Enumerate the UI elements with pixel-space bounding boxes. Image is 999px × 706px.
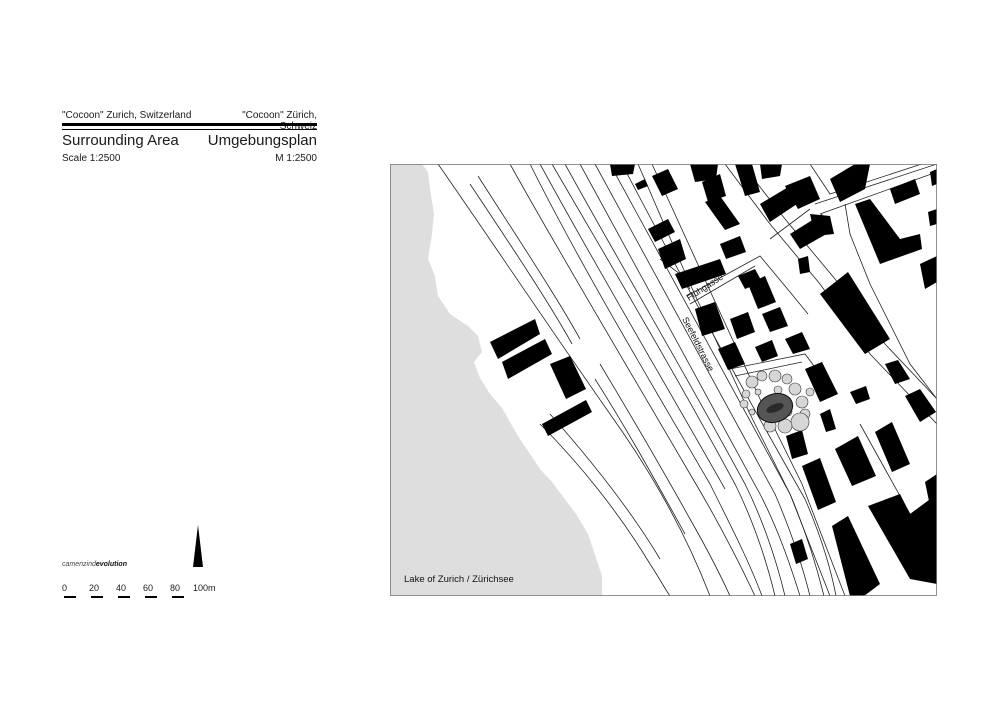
scale-label: 100m [193,583,216,593]
map-frame [390,164,937,596]
lake-label: Lake of Zurich / Zürichsee [404,574,514,585]
scale-segment [118,596,130,598]
subtitle-de: Umgebungsplan [207,132,317,149]
lake-area [390,164,602,596]
camenzind-logo: camenzindevolution [62,561,127,568]
project-title-en: "Cocoon" Zurich, Switzerland [62,110,192,121]
scale-segment [64,596,76,598]
site-plan-map[interactable]: Flühgasse Seefeldstrasse Lake of Zurich … [390,164,937,596]
logo-suffix: evolution [95,561,127,568]
scale-en: Scale 1:2500 [62,153,121,164]
scale-label: 80 [170,583,181,593]
scale-segment [91,596,103,598]
north-arrow-icon [193,525,203,567]
scale-segment [172,596,184,598]
scale-label: 0 [62,583,68,593]
logo-prefix: camenzind [62,561,96,568]
header-rule [62,123,317,126]
scale-label: 60 [143,583,154,593]
subtitle-en: Surrounding Area [62,132,179,149]
railway-lines [437,164,837,596]
cocoon-site[interactable] [739,369,815,434]
project-title-de: "Cocoon" Zürich, Schweiz [242,110,317,132]
scale-label: 40 [116,583,127,593]
scale-label: 20 [89,583,100,593]
cocoon-core [766,403,784,413]
scale-segment [145,596,157,598]
buildings [490,164,937,596]
scale-de: M 1:2500 [275,153,317,164]
header-rule-thin [62,129,317,130]
